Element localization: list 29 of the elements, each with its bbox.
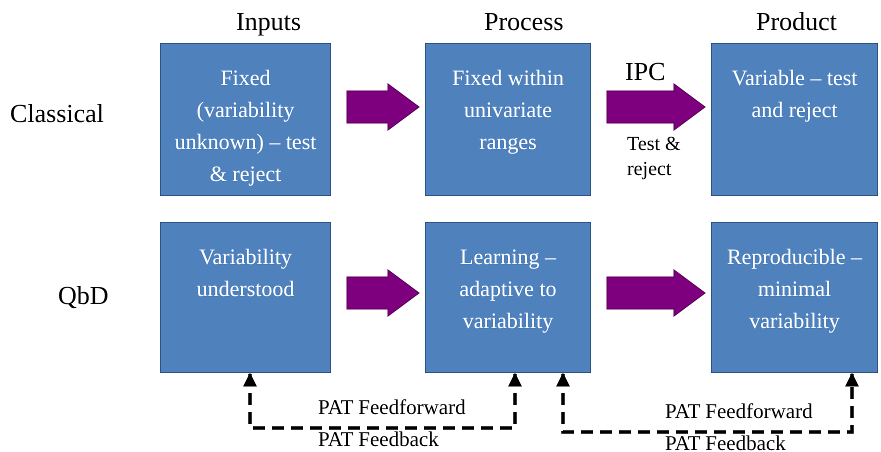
arrow-label: IPC bbox=[625, 56, 666, 88]
feedback-label: PAT Feedback bbox=[318, 426, 439, 452]
box-text: Fixed within univariate ranges bbox=[452, 64, 564, 156]
process-box bbox=[711, 222, 878, 373]
box-text: Variability understood bbox=[196, 243, 296, 303]
box-text: Learning – adaptive to variability bbox=[458, 243, 558, 335]
block-arrow bbox=[346, 83, 420, 131]
block-arrow bbox=[346, 269, 420, 317]
block-arrow bbox=[606, 269, 706, 317]
arrow-label: Test & reject bbox=[627, 132, 682, 182]
feedback-arrow bbox=[556, 372, 859, 434]
process-box bbox=[425, 222, 591, 373]
feedback-label: PAT Feedback bbox=[665, 430, 786, 452]
row-heading: QbD bbox=[58, 280, 109, 312]
feedback-arrow bbox=[243, 372, 522, 430]
column-heading: Product bbox=[756, 6, 837, 38]
column-heading: Inputs bbox=[236, 6, 301, 38]
box-text: Fixed (variability unknown) – test & reject bbox=[174, 64, 318, 188]
column-heading: Process bbox=[484, 6, 564, 38]
process-box bbox=[160, 222, 331, 373]
feedback-label: PAT Feedforward bbox=[318, 394, 466, 420]
process-box bbox=[711, 43, 878, 196]
row-heading: Classical bbox=[10, 98, 104, 130]
feedback-label: PAT Feedforward bbox=[665, 398, 813, 424]
box-text: Reproducible – minimal variability bbox=[726, 243, 864, 335]
process-box bbox=[160, 43, 331, 196]
box-text: Variable – test and reject bbox=[730, 64, 858, 124]
process-box bbox=[425, 43, 591, 196]
block-arrow bbox=[606, 83, 706, 131]
